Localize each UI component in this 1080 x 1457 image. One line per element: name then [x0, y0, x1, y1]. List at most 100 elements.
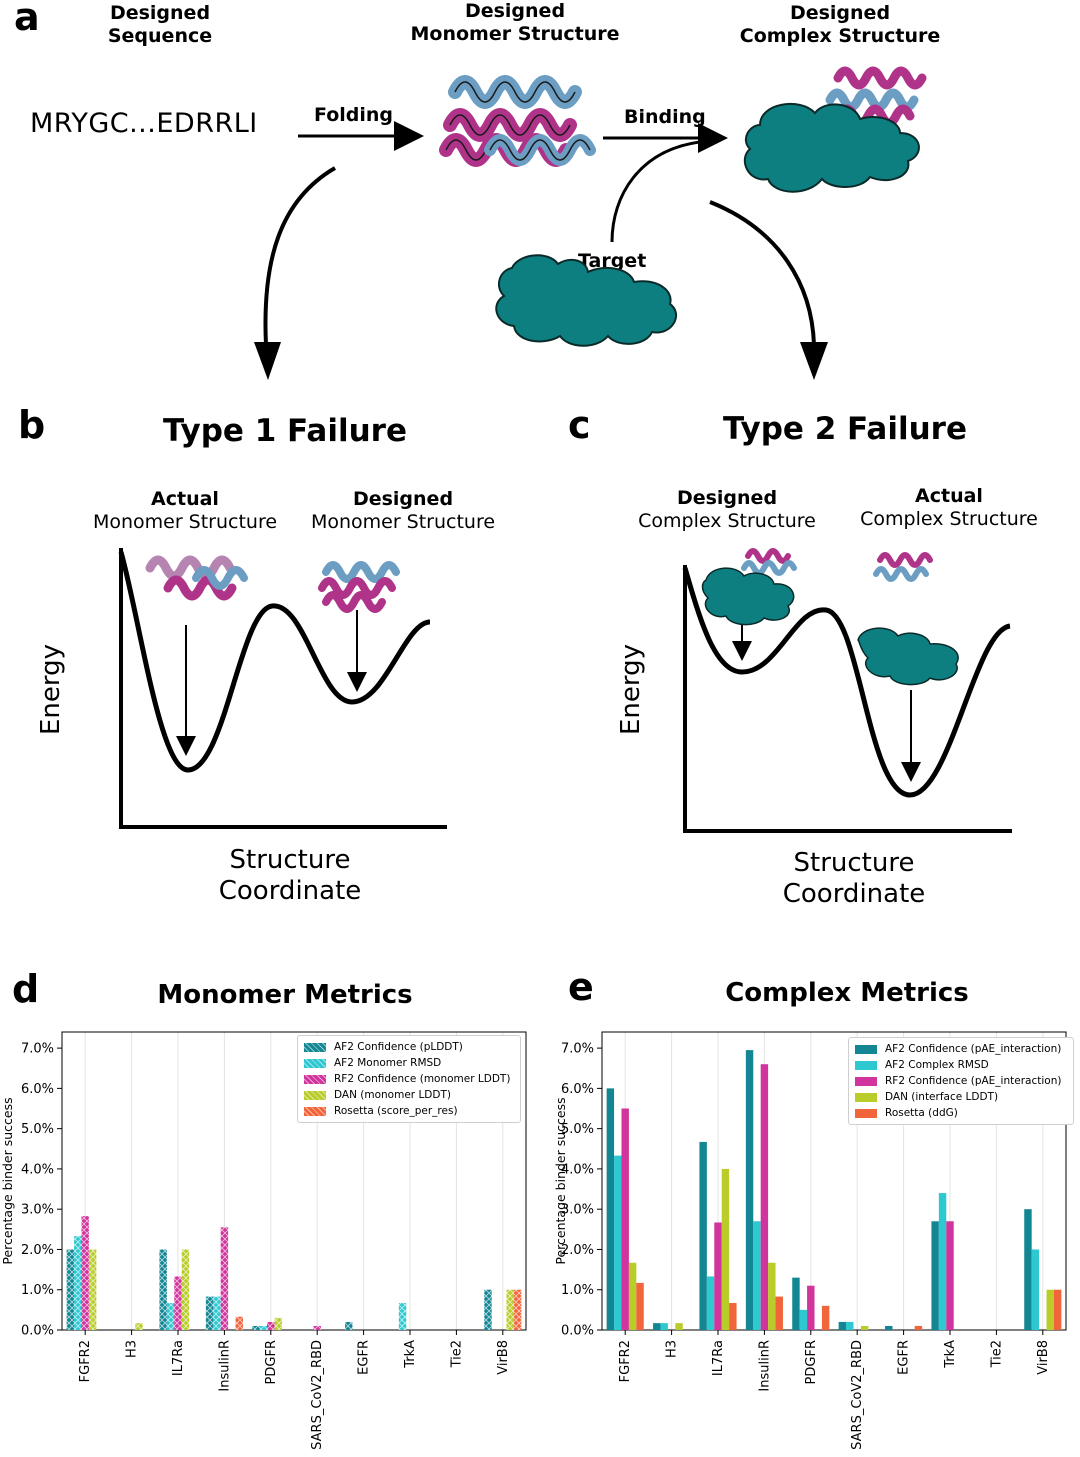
- bar-af2-confidence-plddt-egfr: [345, 1321, 353, 1330]
- x-tick-label-tie2: Tie2: [989, 1340, 1004, 1368]
- x-tick-label-h3: H3: [125, 1340, 140, 1358]
- legend-label: AF2 Confidence (pLDDT): [334, 1041, 463, 1053]
- y-axis-label: Percentage binder success: [553, 1097, 568, 1264]
- target-join-arrow: [610, 140, 701, 243]
- legend-entry-dan-interface-lddt: DAN (interface LDDT): [855, 1089, 1067, 1105]
- bar-rosetta-ddg-egfr: [914, 1325, 923, 1330]
- bar-af2-complex-rmsd-h3: [660, 1323, 668, 1330]
- type1-right-label-bold: Designed: [352, 488, 454, 510]
- panel-d-letter: d: [12, 967, 40, 1011]
- type2-right-label-text: Complex Structure: [860, 507, 1038, 530]
- type1-designed-helix: [318, 561, 400, 613]
- bar-rf2-confidence-monomer-lddt-fgfr2: [81, 1216, 89, 1330]
- type2-curved-arrow: [709, 200, 816, 346]
- panel-b-energy-diagram: [118, 548, 447, 829]
- legend-swatch: [304, 1058, 326, 1068]
- legend-label: AF2 Complex RMSD: [885, 1059, 989, 1071]
- y-tick-label: 6.0%: [21, 1082, 54, 1097]
- type1-arrowhead: [254, 342, 281, 380]
- bar-rf2-confidence-pae-interaction-pdgfr: [807, 1285, 815, 1330]
- legend-entry-af2-confidence-plddt: AF2 Confidence (pLDDT): [304, 1039, 514, 1055]
- type2-xlabel: Structure Coordinate: [754, 848, 954, 910]
- legend-entry-af2-complex-rmsd: AF2 Complex RMSD: [855, 1057, 1067, 1073]
- legend-swatch: [855, 1092, 877, 1102]
- bar-af2-confidence-pae-interaction-sars-cov2-rbd: [838, 1321, 847, 1330]
- x-tick-label-pdgfr: PDGFR: [264, 1340, 279, 1384]
- x-tick-label-trka: TrkA: [943, 1340, 958, 1369]
- x-tick-label-trka: TrkA: [403, 1340, 418, 1369]
- bar-rosetta-score-per-res-virb8: [513, 1289, 522, 1330]
- y-tick-label: 0.0%: [21, 1324, 54, 1339]
- bar-dan-monomer-lddt-virb8: [506, 1289, 514, 1330]
- type2-left-label-text: Complex Structure: [638, 509, 816, 532]
- panel-b-letter: b: [18, 403, 46, 447]
- bar-rosetta-ddg-fgfr2: [636, 1282, 644, 1330]
- x-tick-label-pdgfr: PDGFR: [804, 1340, 819, 1384]
- target-label: Target: [578, 250, 647, 272]
- bar-af2-monomer-rmsd-insulinr: [213, 1296, 221, 1330]
- y-tick-label: 3.0%: [561, 1203, 594, 1218]
- y-tick-label: 1.0%: [21, 1283, 54, 1298]
- bar-rosetta-ddg-virb8: [1053, 1289, 1062, 1330]
- type1-title: Type 1 Failure: [163, 413, 407, 449]
- bar-af2-confidence-plddt-virb8: [484, 1289, 492, 1330]
- bar-dan-interface-lddt-sars-cov2-rbd: [860, 1325, 869, 1330]
- x-tick-label-tie2: Tie2: [449, 1340, 464, 1368]
- complex-title-line2: Complex Structure: [739, 24, 941, 47]
- x-tick-label-insulinr: InsulinR: [217, 1340, 232, 1392]
- type2-xlabel-line1: Structure: [793, 848, 915, 878]
- type2-designed-complex: [701, 548, 797, 626]
- type1-left-label-text: Monomer Structure: [92, 510, 278, 533]
- x-tick-label-egfr: EGFR: [897, 1340, 912, 1375]
- complex-metrics-chart: 0.0%1.0%2.0%3.0%4.0%5.0%6.0%7.0%Percenta…: [553, 1031, 1067, 1450]
- type2-axes: [683, 565, 1012, 833]
- bar-af2-monomer-rmsd-il7ra: [166, 1303, 175, 1330]
- legend-entry-rf2-confidence-monomer-lddt: RF2 Confidence (monomer LDDT): [304, 1071, 514, 1087]
- complex-metrics-legend: AF2 Confidence (pAE_interaction) AF2 Comp…: [848, 1037, 1074, 1125]
- type2-energy-curve: [682, 567, 1011, 798]
- type1-curved-arrow: [263, 166, 337, 346]
- bar-dan-monomer-lddt-fgfr2: [88, 1249, 97, 1330]
- x-tick-label-fgfr2: FGFR2: [78, 1340, 93, 1382]
- monomer-helix-bundle: [439, 75, 596, 167]
- type1-right-label: Designed Monomer Structure: [298, 488, 508, 534]
- y-tick-label: 5.0%: [561, 1122, 594, 1137]
- bar-dan-interface-lddt-h3: [675, 1323, 683, 1330]
- legend-label: Rosetta (score_per_res): [334, 1105, 458, 1117]
- legend-swatch: [304, 1074, 326, 1084]
- bar-af2-confidence-pae-interaction-trka: [931, 1221, 939, 1330]
- bar-af2-confidence-plddt-fgfr2: [66, 1249, 75, 1330]
- x-tick-label-sars-cov2-rbd: SARS_CoV2_RBD: [850, 1340, 865, 1450]
- y-tick-label: 7.0%: [561, 1042, 594, 1057]
- monomer-metrics-chart: 0.0%1.0%2.0%3.0%4.0%5.0%6.0%7.0%Percenta…: [0, 1031, 527, 1450]
- complex-title-line1: Designed: [789, 2, 891, 24]
- bar-af2-confidence-pae-interaction-h3: [653, 1323, 661, 1330]
- bar-dan-monomer-lddt-h3: [135, 1323, 143, 1330]
- legend-swatch: [304, 1106, 326, 1116]
- bar-rf2-confidence-monomer-lddt-sars-cov2-rbd: [313, 1325, 321, 1330]
- x-tick-label-insulinr: InsulinR: [757, 1340, 772, 1392]
- type2-xlabel-line2: Coordinate: [782, 879, 926, 910]
- x-tick-label-egfr: EGFR: [357, 1340, 372, 1375]
- y-tick-label: 4.0%: [21, 1162, 54, 1177]
- type1-left-label: Actual Monomer Structure: [80, 488, 290, 534]
- bar-af2-confidence-plddt-insulinr: [205, 1296, 214, 1330]
- monomer-metrics-title: Monomer Metrics: [157, 980, 413, 1010]
- legend-label: AF2 Confidence (pAE_interaction): [885, 1043, 1062, 1055]
- bar-af2-complex-rmsd-fgfr2: [614, 1155, 622, 1330]
- legend-swatch: [304, 1090, 326, 1100]
- complex-metrics-title: Complex Metrics: [725, 978, 969, 1008]
- type1-xlabel-line2: Coordinate: [218, 876, 362, 907]
- designed-sequence-text: MRYGC...EDRRLI: [30, 108, 258, 139]
- bar-rf2-confidence-pae-interaction-il7ra: [714, 1222, 722, 1330]
- bar-dan-interface-lddt-insulinr: [768, 1262, 776, 1330]
- bar-af2-complex-rmsd-il7ra: [706, 1276, 715, 1330]
- legend-label: RF2 Confidence (pAE_interaction): [885, 1075, 1062, 1087]
- sequence-column-title: Designed Sequence: [70, 2, 250, 48]
- legend-entry-dan-monomer-lddt: DAN (monomer LDDT): [304, 1087, 514, 1103]
- type2-left-label-bold: Designed: [676, 487, 778, 509]
- y-tick-label: 2.0%: [561, 1243, 594, 1258]
- bar-af2-complex-rmsd-insulinr: [753, 1221, 761, 1330]
- y-tick-label: 4.0%: [561, 1162, 594, 1177]
